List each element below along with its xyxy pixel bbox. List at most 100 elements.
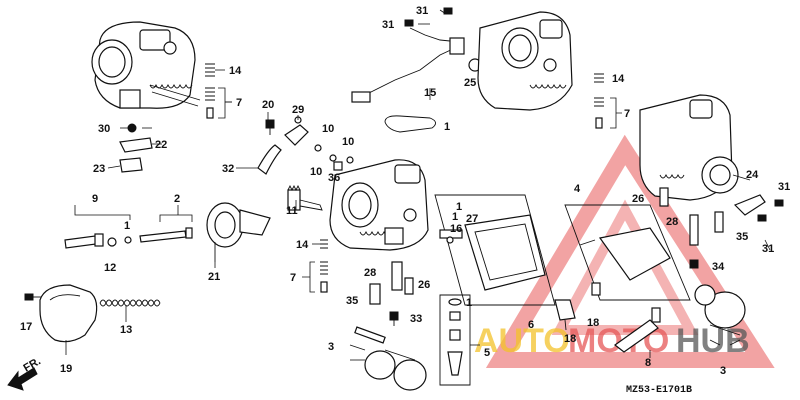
part-11-jet-assembly (287, 184, 323, 211)
callout-31-b: 31 (382, 19, 394, 31)
callout-5: 5 (484, 347, 490, 359)
callout-18-b: 18 (564, 333, 576, 345)
carburetor-assembly-center (329, 159, 429, 251)
callout-23: 23 (93, 163, 105, 175)
front-direction-arrow (7, 367, 38, 391)
part-3-right (694, 284, 746, 336)
callout-27: 27 (466, 213, 478, 225)
callout-28-b: 28 (666, 216, 678, 228)
callout-34: 34 (712, 261, 725, 273)
callout-14-b: 14 (296, 239, 309, 251)
float-bowl-6 (464, 214, 546, 291)
part-18-bottom (554, 299, 576, 331)
callout-19: 19 (60, 363, 72, 375)
callout-7-c: 7 (624, 108, 630, 120)
diagram-code: MZ53-E1701B (626, 385, 692, 396)
screw-set-7-right (594, 97, 622, 129)
callout-35-b: 35 (736, 231, 748, 243)
callout-30: 30 (98, 123, 110, 135)
callout-17: 17 (20, 321, 32, 333)
callout-numbers: 14 7 20 29 30 22 23 10 10 10 32 36 9 2 1… (20, 5, 790, 377)
callout-1-b: 1 (444, 121, 450, 133)
part-3-bottom (354, 326, 427, 391)
callout-31-a: 31 (416, 5, 428, 17)
callout-31-c: 31 (778, 181, 790, 193)
float-4 (579, 227, 671, 281)
callout-10-b: 10 (342, 136, 354, 148)
parts-30-22-23 (107, 123, 162, 173)
callout-31-d: 31 (762, 243, 774, 255)
part-8-screw (613, 307, 661, 353)
callout-8: 8 (645, 357, 651, 369)
callout-26-b: 26 (632, 193, 644, 205)
float-group-box-4 (564, 204, 691, 301)
carburetor-assembly-top-left (91, 21, 201, 109)
parts-31-top (404, 7, 453, 27)
hose-32 (236, 144, 282, 175)
callout-3-a: 3 (328, 341, 334, 353)
part-9-screw (64, 205, 131, 249)
part-19-cover (39, 284, 98, 343)
carburetor-assembly-right (639, 94, 739, 201)
screw-set-7-left (205, 87, 232, 119)
callout-13: 13 (120, 324, 132, 336)
callout-14: 14 (229, 65, 242, 77)
callout-32: 32 (222, 163, 234, 175)
callout-25: 25 (464, 77, 476, 89)
gasket-1-top (384, 115, 436, 133)
parts-12-1-washers (107, 236, 132, 247)
part-13-spring (99, 299, 161, 307)
callout-26-a: 26 (418, 279, 430, 291)
wire-harness-15 (351, 27, 465, 103)
lever-24 (733, 194, 784, 222)
callout-22: 22 (155, 139, 167, 151)
callout-9: 9 (92, 193, 98, 205)
callout-18-a: 18 (587, 317, 599, 329)
callout-33: 33 (410, 313, 422, 325)
front-label: FR. (22, 355, 43, 374)
callout-10-a: 10 (322, 123, 334, 135)
part-2-screw (139, 205, 193, 243)
watermark-logo: AUTO MOTO HUB (474, 134, 775, 368)
callout-6: 6 (528, 319, 534, 331)
callout-7-b: 7 (290, 272, 296, 284)
part-21-diaphragm (206, 202, 271, 262)
parts-16-27-1 (439, 229, 463, 244)
callout-28-a: 28 (364, 267, 376, 279)
callout-29: 29 (292, 104, 304, 116)
part-36 (333, 161, 343, 171)
callout-3-b: 3 (720, 365, 726, 377)
float-bowl-group-box (434, 194, 556, 306)
callout-35-a: 35 (346, 295, 358, 307)
spring-14-center (312, 239, 328, 249)
callout-2: 2 (174, 193, 180, 205)
part-18-center-screw (591, 282, 601, 296)
parts-26-28-35-34-right (659, 187, 724, 269)
callout-1-c: 1 (456, 201, 462, 213)
callout-21: 21 (208, 271, 220, 283)
callout-24: 24 (746, 169, 759, 181)
parts-20-29-10 (265, 116, 354, 164)
carburetor-assembly-top-right (477, 11, 573, 111)
spring-14-left (205, 63, 225, 77)
callout-14-c: 14 (612, 73, 625, 85)
callout-11: 11 (286, 205, 298, 217)
screw-set-7-center (302, 261, 328, 293)
callout-10-c: 10 (310, 166, 322, 178)
callout-12: 12 (104, 262, 116, 274)
watermark-auto: AUTO (474, 322, 570, 360)
leader-lines (65, 9, 771, 361)
callout-16: 16 (450, 223, 462, 235)
callout-7: 7 (236, 97, 242, 109)
spring-14-right (594, 73, 604, 83)
callout-15: 15 (424, 87, 436, 99)
callout-1-e: 1 (466, 297, 472, 309)
parts-28-35-26-33 (369, 261, 414, 326)
callout-4: 4 (574, 183, 581, 195)
callout-20: 20 (262, 99, 274, 111)
callout-1-d: 1 (452, 211, 458, 223)
callout-36: 36 (328, 172, 340, 184)
jet-stack-5 (439, 294, 471, 386)
callout-1-a: 1 (124, 220, 130, 232)
